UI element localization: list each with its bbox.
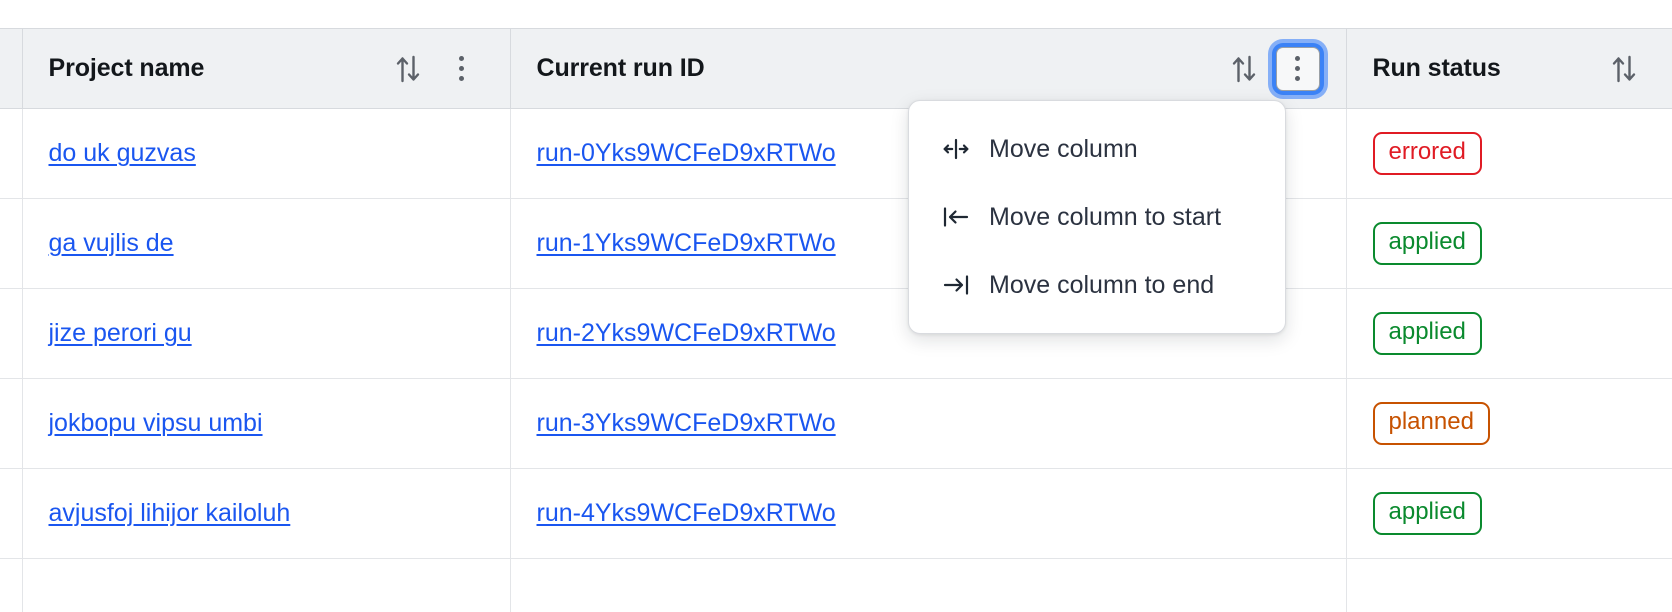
cell-run-status: applied xyxy=(1346,198,1672,289)
cell-run-status xyxy=(1346,558,1672,612)
menu-item-label: Move column to start xyxy=(989,202,1222,231)
header-cell-current-run-id: Current run ID xyxy=(510,28,1347,109)
project-name-link[interactable]: do uk guzvas xyxy=(48,139,196,167)
project-name-link[interactable]: avjusfoj lihijor kailoluh xyxy=(48,499,291,527)
cell-project-name xyxy=(22,558,511,612)
row-select-cell[interactable] xyxy=(0,108,23,199)
run-id-link[interactable]: run-0Yks9WCFeD9xRTWo xyxy=(536,139,836,167)
table-header: Project name xyxy=(0,28,1672,109)
move-to-start-icon xyxy=(941,202,971,232)
status-badge: applied xyxy=(1372,492,1482,535)
kebab-menu-icon-current-run-id[interactable] xyxy=(1275,46,1320,91)
row-select-cell[interactable] xyxy=(0,378,23,469)
header-cell-run-status: Run status xyxy=(1346,28,1672,109)
projects-table: Project name xyxy=(0,28,1672,612)
row-select-cell[interactable] xyxy=(0,198,23,289)
sort-icon-project-name[interactable] xyxy=(386,47,430,91)
sort-icon-current-run-id[interactable] xyxy=(1222,47,1266,91)
row-select-cell[interactable] xyxy=(0,558,23,612)
cell-project-name: avjusfoj lihijor kailoluh xyxy=(22,468,511,559)
header-label-run-status: Run status xyxy=(1372,54,1501,82)
sort-icon-run-status[interactable] xyxy=(1602,47,1646,91)
move-to-end-icon xyxy=(941,270,971,300)
table-body: do uk guzvas run-0Yks9WCFeD9xRTWo errore… xyxy=(0,108,1672,612)
status-badge: applied xyxy=(1372,312,1482,355)
move-column-icon xyxy=(941,134,971,164)
column-context-menu: Move column Move column to start Move co… xyxy=(908,100,1286,334)
row-select-cell[interactable] xyxy=(0,288,23,379)
cell-project-name: ga vujlis de xyxy=(22,198,511,289)
menu-item-move-column[interactable]: Move column xyxy=(909,115,1285,183)
cell-run-status: planned xyxy=(1346,378,1672,469)
header-label-project-name: Project name xyxy=(48,54,205,82)
table-row: ga vujlis de run-1Yks9WCFeD9xRTWo applie… xyxy=(0,198,1672,289)
header-cell-select xyxy=(0,28,23,109)
cell-project-name: jize perori gu xyxy=(22,288,511,379)
kebab-dots xyxy=(459,56,464,81)
cell-current-run-id xyxy=(510,558,1347,612)
header-cell-project-name: Project name xyxy=(22,28,511,109)
project-name-link[interactable]: jize perori gu xyxy=(48,319,192,347)
table-row: jokbopu vipsu umbi run-3Yks9WCFeD9xRTWo … xyxy=(0,378,1672,469)
menu-item-label: Move column to end xyxy=(989,270,1215,299)
project-name-link[interactable]: jokbopu vipsu umbi xyxy=(48,409,263,437)
run-id-link[interactable]: run-1Yks9WCFeD9xRTWo xyxy=(536,229,836,257)
kebab-menu-icon-project-name[interactable] xyxy=(440,47,484,91)
table-row-partial xyxy=(0,558,1672,612)
menu-item-move-column-to-start[interactable]: Move column to start xyxy=(909,183,1285,251)
menu-item-label: Move column xyxy=(989,134,1138,163)
table-row: jize perori gu run-2Yks9WCFeD9xRTWo appl… xyxy=(0,288,1672,379)
cell-project-name: jokbopu vipsu umbi xyxy=(22,378,511,469)
status-badge: applied xyxy=(1372,222,1482,265)
cell-current-run-id: run-3Yks9WCFeD9xRTWo xyxy=(510,378,1347,469)
cell-run-status: applied xyxy=(1346,288,1672,379)
menu-item-move-column-to-end[interactable]: Move column to end xyxy=(909,251,1285,319)
table-header-row: Project name xyxy=(0,28,1672,109)
run-id-link[interactable]: run-4Yks9WCFeD9xRTWo xyxy=(536,499,836,527)
status-badge: planned xyxy=(1372,402,1490,445)
cell-current-run-id: run-4Yks9WCFeD9xRTWo xyxy=(510,468,1347,559)
table-row: do uk guzvas run-0Yks9WCFeD9xRTWo errore… xyxy=(0,108,1672,199)
cell-run-status: errored xyxy=(1346,108,1672,199)
cell-run-status: applied xyxy=(1346,468,1672,559)
projects-table-container: Project name xyxy=(0,28,1672,612)
status-badge: errored xyxy=(1372,132,1482,175)
run-id-link[interactable]: run-3Yks9WCFeD9xRTWo xyxy=(536,409,836,437)
project-name-link[interactable]: ga vujlis de xyxy=(48,229,174,257)
table-row: avjusfoj lihijor kailoluh run-4Yks9WCFeD… xyxy=(0,468,1672,559)
row-select-cell[interactable] xyxy=(0,468,23,559)
run-id-link[interactable]: run-2Yks9WCFeD9xRTWo xyxy=(536,319,836,347)
header-label-current-run-id: Current run ID xyxy=(536,54,705,82)
kebab-dots xyxy=(1295,56,1300,81)
cell-project-name: do uk guzvas xyxy=(22,108,511,199)
